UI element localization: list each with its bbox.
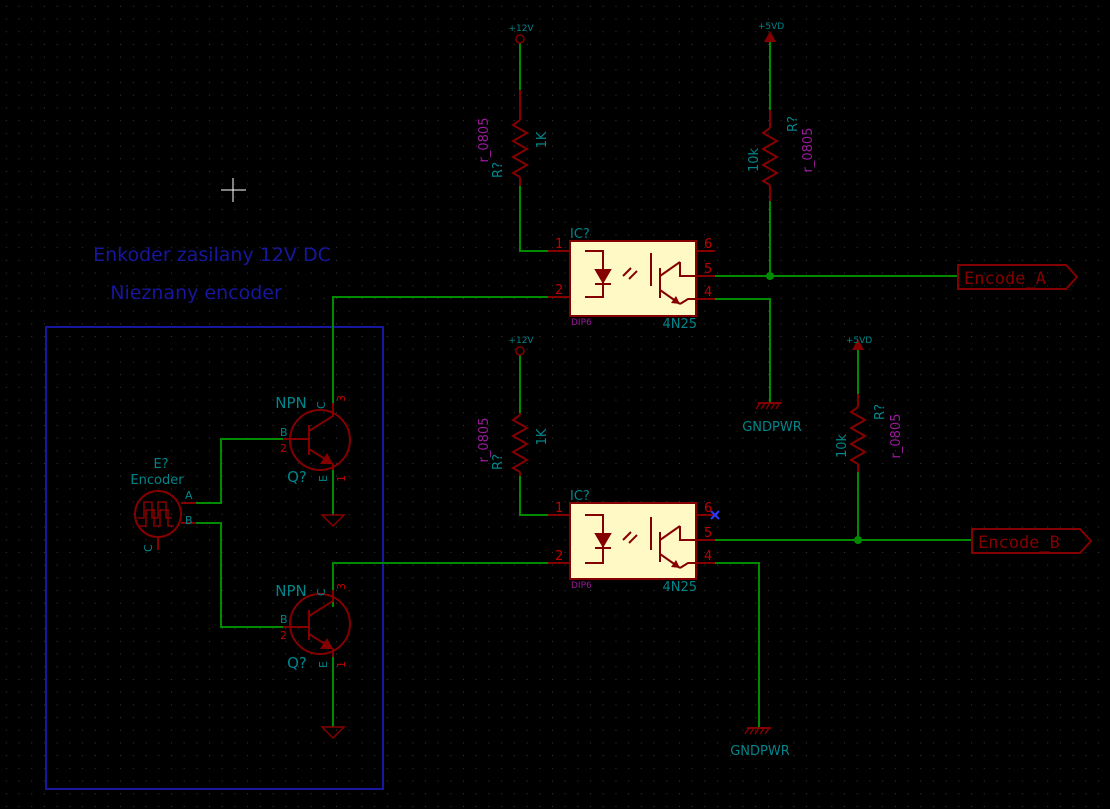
svg-text:A: A xyxy=(185,489,193,502)
svg-text:6: 6 xyxy=(704,237,712,252)
encoder-group-box xyxy=(45,326,384,790)
svg-text:1: 1 xyxy=(555,237,563,252)
svg-text:6: 6 xyxy=(704,501,712,516)
ic2-ref: IC? xyxy=(570,489,590,504)
svg-text:2: 2 xyxy=(280,629,287,642)
svg-text:5: 5 xyxy=(704,262,712,277)
power-12v-top[interactable]: +12V xyxy=(508,24,534,44)
resistor-r4-value: 10k xyxy=(835,433,850,458)
svg-text:4: 4 xyxy=(704,549,712,564)
svg-text:1: 1 xyxy=(335,475,348,482)
resistor-r1-ref: R? xyxy=(491,162,506,178)
svg-text:GNDPWR: GNDPWR xyxy=(730,744,790,759)
svg-text:+5VD: +5VD xyxy=(846,336,872,346)
resistor-r3-ref: R? xyxy=(491,454,506,470)
svg-text:1: 1 xyxy=(555,501,563,516)
optocoupler-ic2[interactable]: IC? 4N25 DIP6 1 2 6 5 4 xyxy=(548,489,715,595)
label-encode-a[interactable]: Encode_A xyxy=(957,264,1079,290)
wires xyxy=(196,42,972,727)
svg-text:Encode_B: Encode_B xyxy=(978,533,1060,553)
resistor-r1-footprint: r_0805 xyxy=(477,118,492,163)
junction-dot xyxy=(766,272,774,280)
ic1-footprint: DIP6 xyxy=(571,318,592,328)
svg-text:1: 1 xyxy=(335,661,348,668)
ic2-value: 4N25 xyxy=(662,580,697,595)
svg-text:2: 2 xyxy=(555,283,563,298)
resistor-r4[interactable]: 10k R? r_0805 xyxy=(835,394,904,472)
svg-text:+12V: +12V xyxy=(508,24,534,34)
resistor-r4-footprint: r_0805 xyxy=(889,414,904,459)
junction-dot xyxy=(854,536,862,544)
resistor-r2[interactable]: 10k R? r_0805 xyxy=(747,110,816,201)
svg-text:5: 5 xyxy=(704,526,712,541)
ic1-pin-numbers: 1 2 6 5 4 xyxy=(555,237,712,300)
ic2-footprint: DIP6 xyxy=(571,581,592,591)
note-line-2: Nieznany encoder xyxy=(110,282,282,304)
svg-text:Encode_A: Encode_A xyxy=(964,269,1046,289)
ic1-ref: IC? xyxy=(570,227,590,242)
power-12v-bottom[interactable]: +12V xyxy=(508,336,534,356)
power-5v-top[interactable]: +5VD xyxy=(758,22,784,42)
svg-text:B: B xyxy=(280,613,288,626)
q1-ref: Q? xyxy=(287,468,307,486)
svg-text:GNDPWR: GNDPWR xyxy=(742,420,802,435)
q2-type: NPN xyxy=(275,582,307,600)
resistor-r1-value: 1K xyxy=(535,131,550,148)
crosshair-cursor-icon xyxy=(221,178,246,202)
label-encode-b[interactable]: Encode_B xyxy=(971,528,1093,554)
optocoupler-ic1[interactable]: IC? 4N25 DIP6 1 2 6 5 4 xyxy=(548,227,715,332)
svg-text:2: 2 xyxy=(280,442,287,455)
svg-text:E: E xyxy=(317,661,330,668)
gndpwr-top[interactable]: GNDPWR xyxy=(742,402,802,435)
resistor-r2-footprint: r_0805 xyxy=(801,128,816,173)
resistor-r4-ref: R? xyxy=(873,404,888,420)
no-connect-flag[interactable] xyxy=(710,510,720,520)
svg-text:+12V: +12V xyxy=(508,336,534,346)
encoder-e1[interactable]: E? Encoder A B C xyxy=(130,457,196,552)
svg-text:B: B xyxy=(185,514,193,527)
resistor-r3-value: 1K xyxy=(535,428,550,445)
encoder-ref: E? xyxy=(153,457,168,472)
resistor-r2-ref: R? xyxy=(786,116,801,132)
resistor-r3[interactable]: 1K R? r_0805 xyxy=(477,412,550,476)
svg-text:C: C xyxy=(315,401,328,409)
q1-type: NPN xyxy=(275,394,307,412)
transistor-q2[interactable]: NPN Q? B 2 C 3 E 1 xyxy=(275,582,351,672)
resistor-r3-footprint: r_0805 xyxy=(477,418,492,463)
q2-ref: Q? xyxy=(287,654,307,672)
encoder-value: Encoder xyxy=(130,473,184,488)
svg-text:2: 2 xyxy=(555,549,563,564)
ground-symbol-q1[interactable] xyxy=(320,514,346,528)
resistor-r1[interactable]: 1K R? r_0805 xyxy=(477,90,550,186)
transistor-q1[interactable]: NPN Q? B 2 C 3 E 1 xyxy=(275,394,351,486)
ic2-pin-numbers: 1 2 6 5 4 xyxy=(555,501,712,564)
svg-text:C: C xyxy=(142,544,155,552)
ic1-value: 4N25 xyxy=(662,317,697,332)
note-line-1: Enkoder zasilany 12V DC xyxy=(93,244,331,266)
resistor-r2-value: 10k xyxy=(747,147,762,172)
svg-text:B: B xyxy=(280,426,288,439)
svg-text:4: 4 xyxy=(704,285,712,300)
svg-text:C: C xyxy=(315,588,328,596)
gndpwr-bottom[interactable]: GNDPWR xyxy=(730,727,790,759)
svg-text:E: E xyxy=(317,475,330,482)
svg-text:3: 3 xyxy=(335,395,348,402)
power-5v-bottom[interactable]: +5VD xyxy=(846,336,872,350)
ground-symbol-q2[interactable] xyxy=(320,726,346,740)
svg-text:3: 3 xyxy=(335,583,348,590)
svg-text:+5VD: +5VD xyxy=(758,22,784,32)
